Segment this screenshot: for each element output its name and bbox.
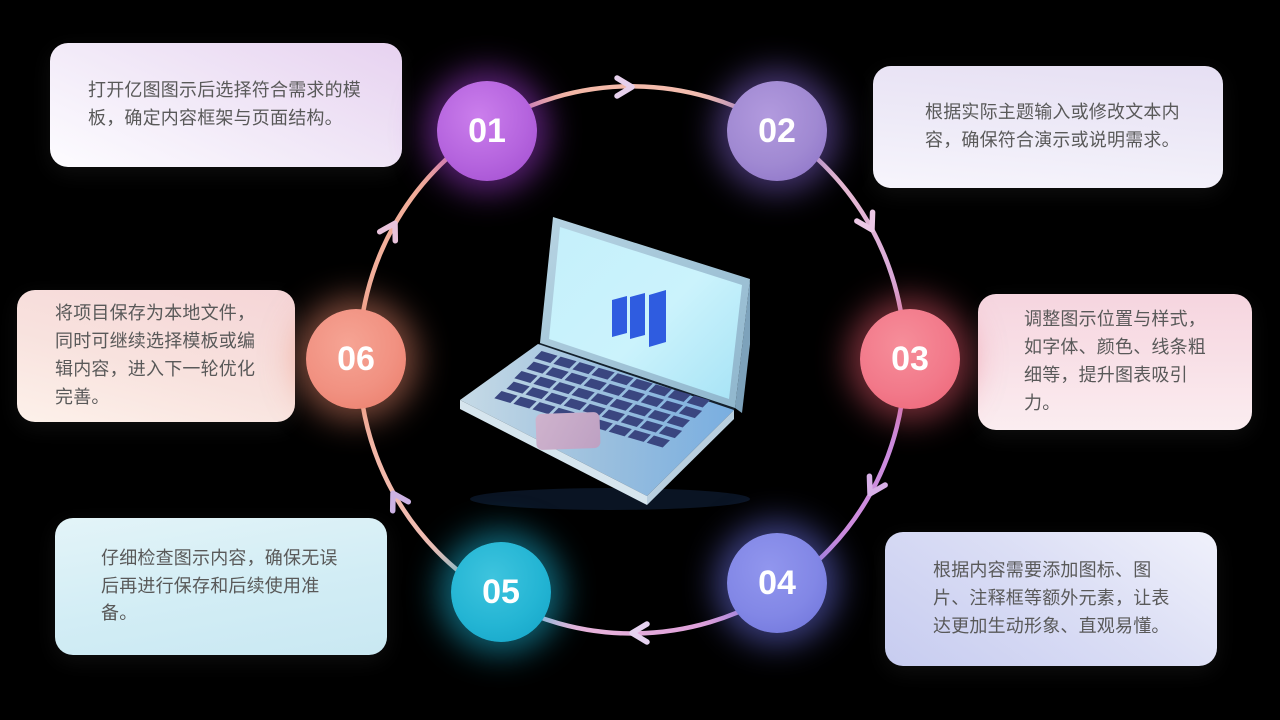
laptop-keyboard — [494, 351, 710, 448]
arrow-left-lower-icon — [389, 490, 412, 514]
step-description-4: 根据内容需要添加图标、图片、注释框等额外元素，让表达更加生动形象、直观易懂。 — [933, 560, 1170, 636]
step-card-2: 根据实际主题输入或修改文本内容，确保符合演示或说明需求。 — [873, 66, 1223, 188]
step-description-3: 调整图示位置与样式，如字体、颜色、线条粗细等，提升图表吸引力。 — [1024, 309, 1206, 413]
laptop-screen — [549, 227, 742, 399]
step-badge-05: 05 — [451, 542, 551, 642]
step-badge-02: 02 — [727, 81, 827, 181]
step-description-6: 将项目保存为本地文件，同时可继续选择模板或编辑内容，进入下一轮优化完善。 — [55, 303, 256, 407]
arrow-left-upper-icon — [376, 220, 399, 244]
step-number-1: 01 — [468, 111, 506, 150]
arrow-top-icon — [614, 75, 635, 99]
step-number-5: 05 — [482, 572, 520, 611]
laptop-base-edge-right — [647, 410, 734, 505]
step-number-3: 03 — [891, 339, 929, 378]
arrow-right-upper-icon — [854, 209, 876, 233]
laptop-trackpad — [535, 412, 601, 450]
laptop-shadow — [470, 488, 750, 510]
laptop-illustration — [460, 217, 750, 510]
step-number-6: 06 — [337, 339, 375, 378]
bar-chart-icon — [612, 290, 666, 347]
arrow-right-lower-icon — [866, 473, 888, 497]
step-badge-03: 03 — [860, 309, 960, 409]
laptop-base-edge-left — [460, 400, 647, 505]
step-number-2: 02 — [758, 111, 796, 150]
step-card-3: 调整图示位置与样式，如字体、颜色、线条粗细等，提升图表吸引力。 — [978, 294, 1252, 430]
step-card-5: 仔细检查图示内容，确保无误后再进行保存和后续使用准备。 — [55, 518, 387, 655]
step-badge-01: 01 — [437, 81, 537, 181]
step-description-5: 仔细检查图示内容，确保无误后再进行保存和后续使用准备。 — [101, 547, 338, 624]
step-number-4: 04 — [758, 563, 796, 602]
step-card-1: 打开亿图图示后选择符合需求的模板，确定内容框架与页面结构。 — [50, 43, 402, 167]
step-badge-04: 04 — [727, 533, 827, 633]
laptop-lid-edge — [735, 279, 750, 413]
step-description-2: 根据实际主题输入或修改文本内容，确保符合演示或说明需求。 — [925, 102, 1180, 150]
step-card-6: 将项目保存为本地文件，同时可继续选择模板或编辑内容，进入下一轮优化完善。 — [17, 290, 295, 422]
step-badge-06: 06 — [306, 309, 406, 409]
arrow-bottom-icon — [629, 621, 650, 645]
step-description-1: 打开亿图图示后选择符合需求的模板，确定内容框架与页面结构。 — [88, 80, 361, 128]
step-card-4: 根据内容需要添加图标、图片、注释框等额外元素，让表达更加生动形象、直观易懂。 — [885, 532, 1217, 666]
